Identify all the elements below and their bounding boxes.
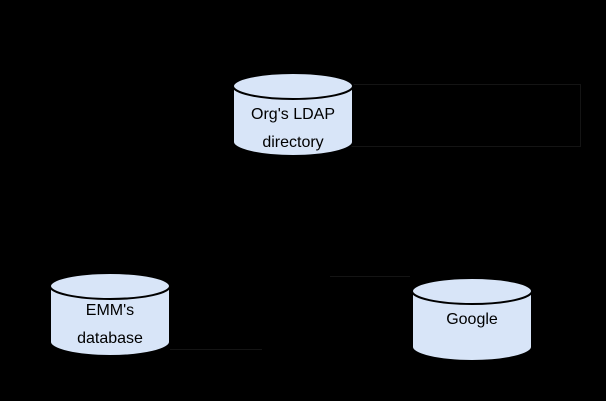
node-label: Org's LDAP directory: [231, 101, 355, 157]
cylinder-top: [232, 72, 354, 100]
node-label-line2: directory: [262, 134, 324, 151]
node-label-line1: Google: [446, 311, 498, 328]
node-label-line1: EMM's: [85, 302, 135, 319]
database-cylinder-icon: [232, 72, 354, 157]
cylinder-top: [49, 272, 171, 300]
node-label: EMM's database: [48, 297, 172, 353]
node-label-line1: Org's LDAP: [251, 106, 335, 123]
node-label: Google: [410, 306, 534, 334]
database-cylinder-icon: [49, 272, 171, 357]
faint-artifact-rect: [351, 84, 581, 147]
database-cylinder-icon: [411, 277, 533, 362]
faint-artifact-line-lower: [170, 349, 262, 350]
cylinder-body: [49, 286, 171, 357]
cylinder-top: [411, 277, 533, 305]
node-label-line2: database: [77, 330, 143, 347]
node-google: Google: [410, 276, 534, 362]
cylinder-body: [232, 86, 354, 157]
cylinder-body: [411, 291, 533, 362]
node-emm-database: EMM's database: [48, 271, 172, 357]
node-ldap-directory: Org's LDAP directory: [231, 71, 355, 157]
faint-artifact-line-upper: [330, 276, 410, 277]
